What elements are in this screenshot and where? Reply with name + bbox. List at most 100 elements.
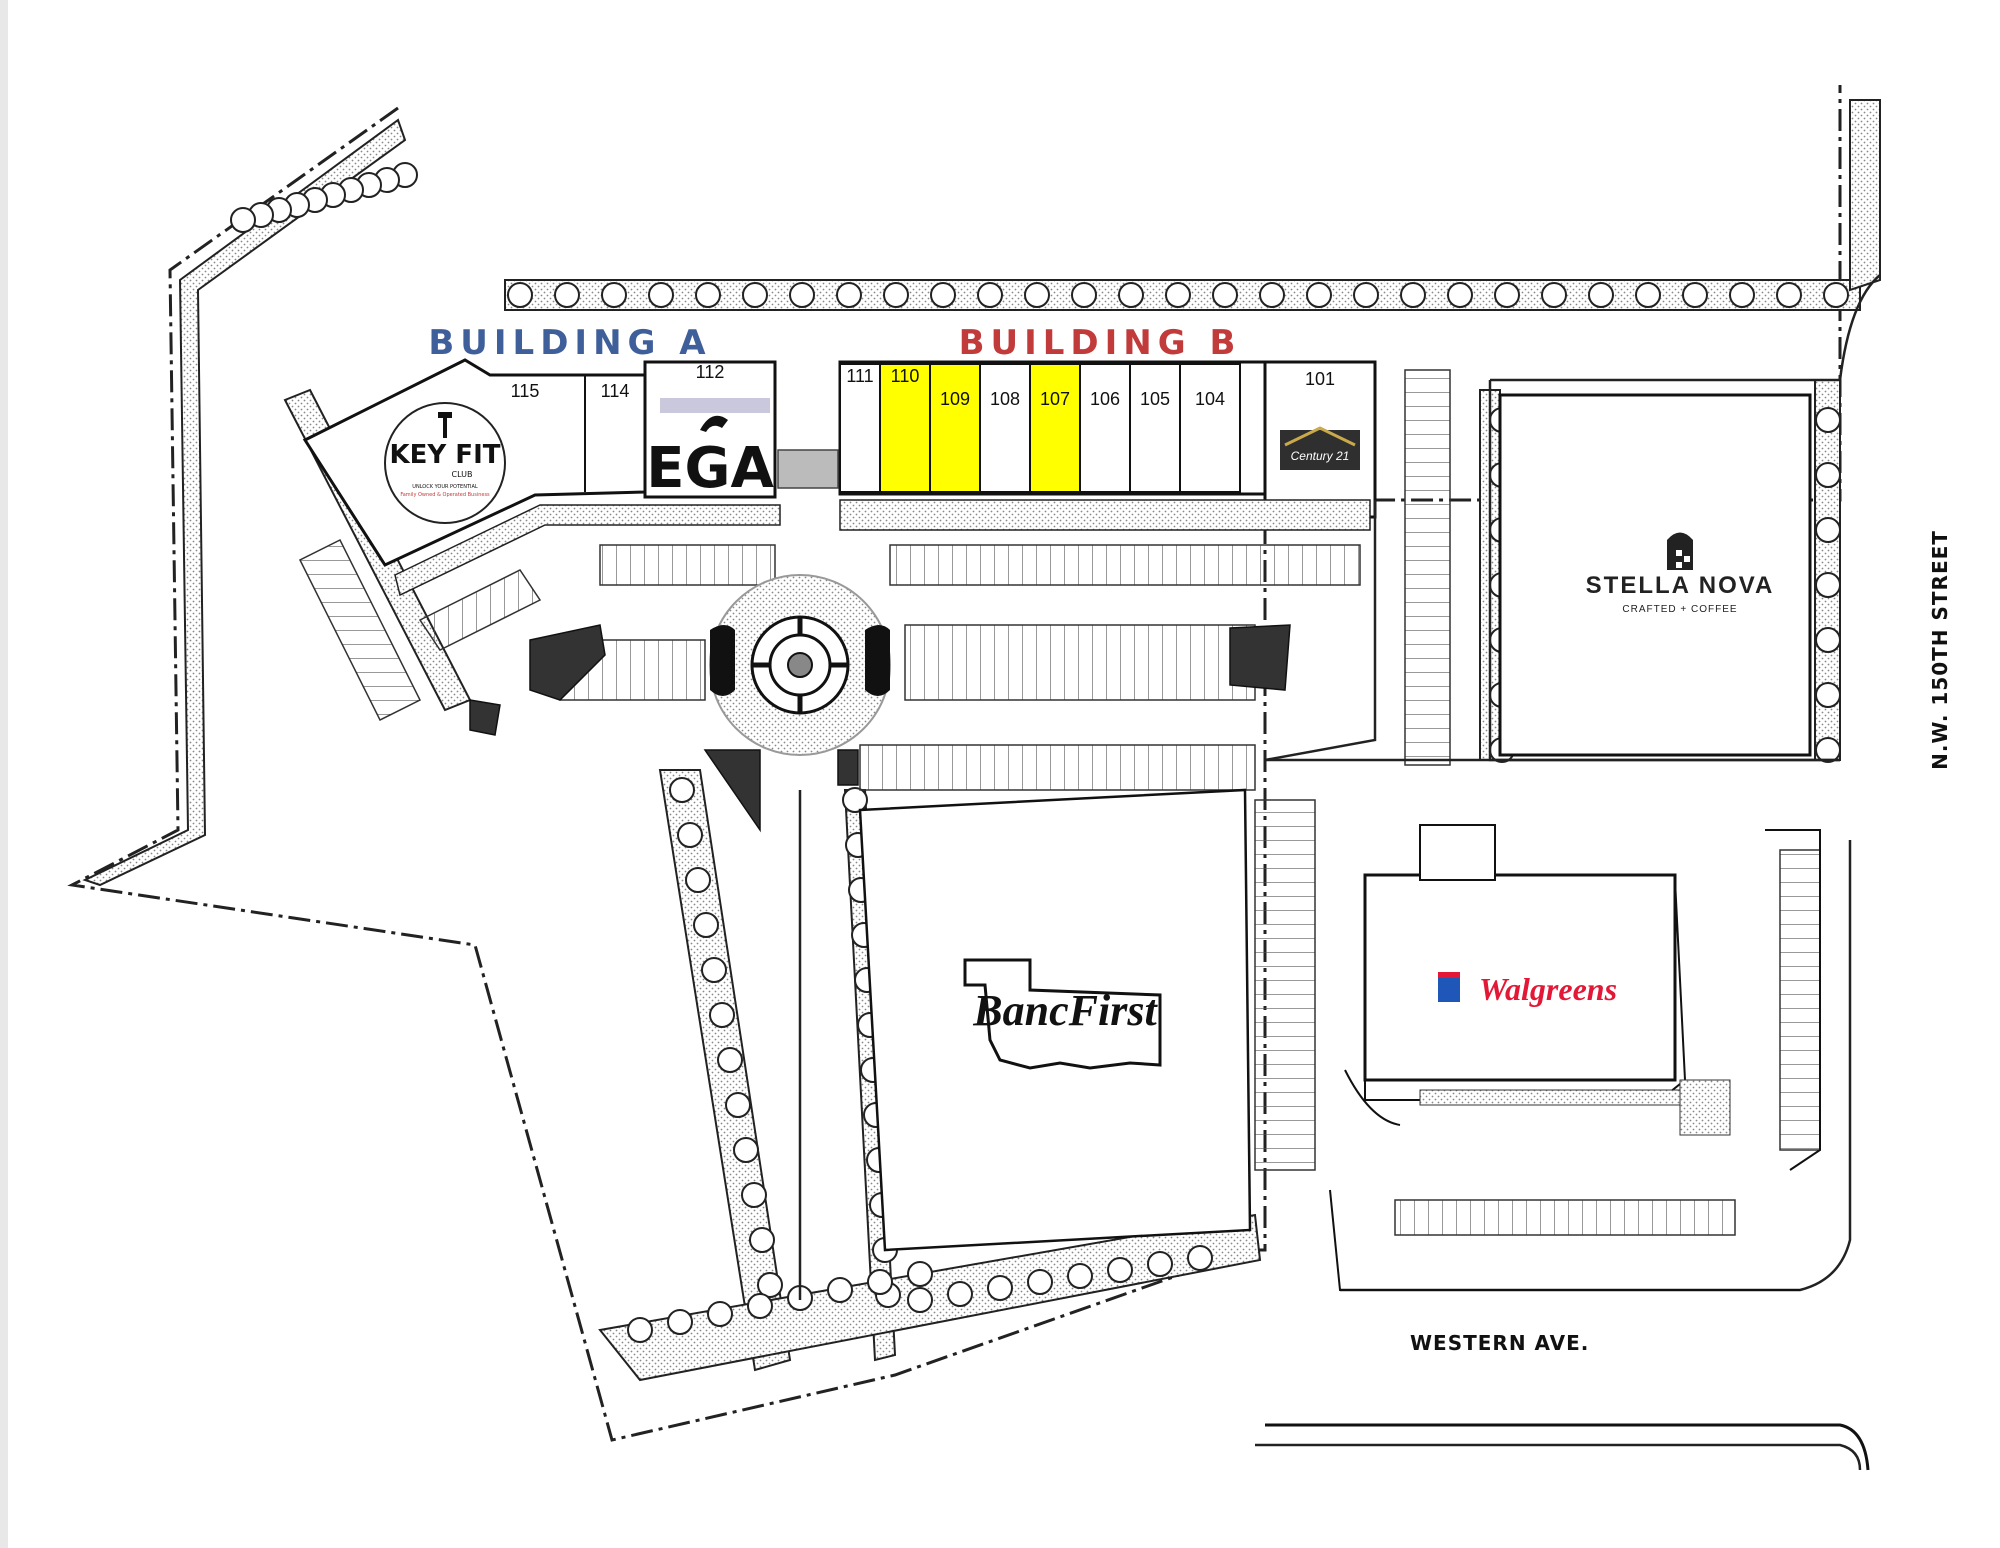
suite-110-area [879,363,931,493]
tree-icon [987,1275,1013,1301]
tree-icon [1815,572,1841,598]
tree-icon [907,1261,933,1287]
tree-icon [1447,282,1473,308]
tree-icon [747,1293,773,1319]
tree-icon [930,282,956,308]
planter-islands [469,624,1291,833]
suite-label-110: 110 [891,366,920,386]
ega-bird-icon [700,415,728,432]
tree-icon [1815,682,1841,708]
tree-icon [669,777,695,803]
ega-logo: EGA [646,398,774,501]
ega-name: EGA [646,436,774,501]
keyfit-tagline2: Family Owned & Operated Business [400,492,490,498]
tree-icon [554,282,580,308]
tree-icon [695,282,721,308]
tree-icon [1165,282,1191,308]
bancfirst-parcel: BancFirst [858,788,1252,1252]
key-icon [438,412,452,438]
walgreens-logo: Walgreens [1479,971,1617,1007]
walgreens-lot-curb [1329,1189,1800,1291]
suite-107-area [1029,363,1081,493]
tree-icon [230,207,256,233]
tree-icon [1118,282,1144,308]
tree-icon [507,282,533,308]
tree-icon [842,787,868,813]
page-edge [0,0,8,1548]
tree-icon [1815,737,1841,763]
bancfirst-logo: BancFirst [972,986,1158,1035]
suite-label-115: 115 [511,381,540,401]
tree-icon [733,1137,759,1163]
stella-nova-building: STELLA NOVA CRAFTED + COFFEE [1498,393,1812,757]
tree-icon [836,282,862,308]
tree-icon [1400,282,1426,308]
suite-label-108: 108 [990,389,1020,409]
tree-icon [1107,1257,1133,1283]
suite-label-112: 112 [696,362,725,382]
tree-icon [717,1047,743,1073]
oklahoma-outline-icon [963,958,1162,1070]
keyfit-logo: KEY FIT CLUB UNLOCK YOUR POTENTIAL Famil… [384,402,506,524]
tree-icon [1494,282,1520,308]
tree-icon [1353,282,1379,308]
tree-icon [601,282,627,308]
keyfit-club: CLUB [452,470,473,479]
century21-name: Century 21 [1291,449,1350,463]
stella-nova-tagline: CRAFTED + COFFEE [1622,604,1737,615]
street-label-south: WESTERN AVE. [1410,1331,1589,1355]
tree-icon [1027,1269,1053,1295]
tree-icon [742,282,768,308]
suite-109-area [929,363,981,493]
walgreens-mortar-icon [1438,972,1460,1002]
tree-icon [1212,282,1238,308]
tree-icon [693,912,719,938]
suite-label-101: 101 [1305,369,1335,389]
western-ave-curb [1265,1423,1870,1471]
tree-icon [1776,282,1802,308]
property-boundary [67,85,1842,1442]
tree-icon [741,1182,767,1208]
tree-icon [907,1287,933,1313]
tree-icon [667,1309,693,1335]
suite-106-area [1079,363,1131,493]
tree-icon [1147,1251,1173,1277]
drive-aisles [798,274,1881,1471]
tree-icon [1815,462,1841,488]
walkway [777,449,839,489]
tree-icon [883,282,909,308]
tree-icon [1024,282,1050,308]
tree-icon [1067,1263,1093,1289]
building-a-label: BUILDING A [428,323,711,363]
tree-icon [977,282,1003,308]
stella-nova-name: STELLA NOVA [1586,572,1775,599]
suite-label-107: 107 [1040,389,1070,409]
tree-icon [1306,282,1332,308]
east-lot-curb [1765,829,1821,1171]
tree-icon [701,957,727,983]
tree-icon [709,1002,735,1028]
tree-icon [867,1269,893,1295]
suite-label-106: 106 [1090,389,1120,409]
tree-icon [648,282,674,308]
suite-label-109: 109 [940,389,970,409]
suite-label-105: 105 [1140,389,1170,409]
building-b-label: BUILDING B [959,323,1242,363]
tree-icon [685,867,711,893]
suite-label-114: 114 [601,381,630,401]
tree-icon [1815,627,1841,653]
tree-icon [1259,282,1285,308]
tree-icon [707,1301,733,1327]
tree-icon [1187,1245,1213,1271]
street-label-east: N.W. 150TH STREET [1928,530,1952,770]
walgreens-building: Walgreens [1344,824,1731,1136]
keyfit-name: KEY FIT [390,440,501,470]
tree-icon [725,1092,751,1118]
tree-icon [749,1227,775,1253]
tree-icon [1682,282,1708,308]
suite-108-area [979,363,1031,493]
suite-label-111: 111 [846,366,873,386]
suite-104-area [1179,363,1241,493]
tree-icon [627,1317,653,1343]
